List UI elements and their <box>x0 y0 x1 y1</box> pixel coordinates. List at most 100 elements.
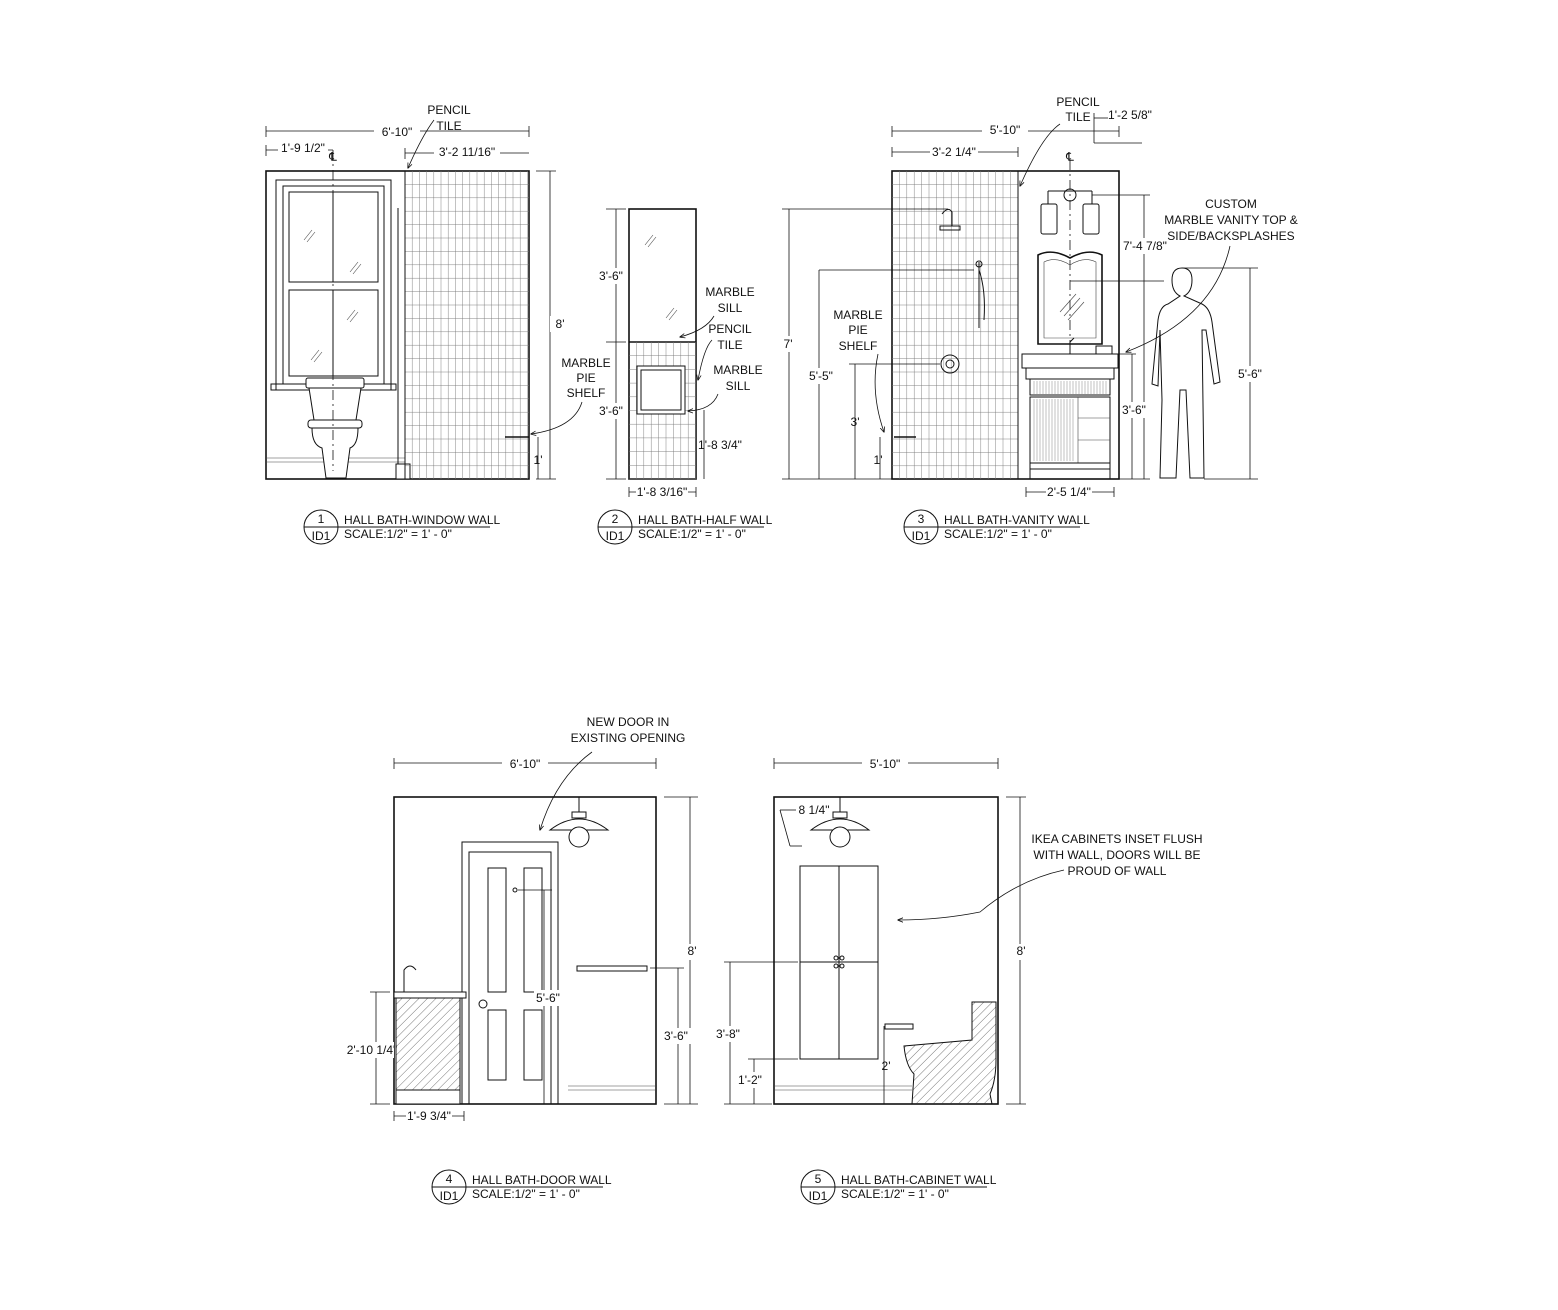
sheet-number: ID1 <box>312 529 331 543</box>
title-block-3: 3 ID1 HALL BATH-VANITY WALL SCALE:1/2" =… <box>903 509 1090 545</box>
title-block-1: 1 ID1 HALL BATH-WINDOW WALL SCALE:1/2" =… <box>303 509 501 545</box>
dim-tile-width: 3'-2 1/4" <box>932 145 976 159</box>
dim-shelf: 1' <box>534 453 543 467</box>
dim-light: 8 1/4" <box>799 803 830 817</box>
label-shelf: SHELF <box>839 339 878 353</box>
towel-bar <box>576 965 648 972</box>
view-scale: SCALE:1/2" = 1' - 0" <box>944 527 1052 541</box>
hand-shower <box>975 260 985 328</box>
vanity <box>1021 337 1119 479</box>
view-number: 3 <box>918 512 925 526</box>
label-existing-opening: EXISTING OPENING <box>571 731 686 745</box>
toilet-section <box>903 1001 997 1105</box>
label-pencil: PENCIL <box>427 103 471 117</box>
toilet-paper-holder <box>884 1023 914 1030</box>
dim-sconce: 7'-4 7/8" <box>1123 239 1167 253</box>
view-4-door-wall: 6'-10" 8' 3'-6" 5'-6" 2'-10 1/4" 1'-9 3/… <box>347 715 702 1124</box>
label-new-door: NEW DOOR IN <box>587 715 670 729</box>
dim-overall: 6'-10" <box>382 125 413 139</box>
label-marble-vanity-top: MARBLE VANITY TOP & <box>1164 213 1298 227</box>
label-proud-of-wall: PROUD OF WALL <box>1068 864 1167 878</box>
dim-shelf-b: 1' <box>874 453 883 467</box>
dim-overall: 5'-10" <box>870 757 901 771</box>
label-pencil: PENCIL <box>1056 95 1100 109</box>
label-marble: MARBLE <box>561 356 610 370</box>
view-3-vanity-wall: ℄ 5'-10" <box>779 95 1298 500</box>
dim-offset: 1'-2 5/8" <box>1108 108 1152 122</box>
view-1-window-wall: ℄ 6'-10" 1'-9 1/2" 3'-2 11/16" PENCIL TI… <box>265 103 611 480</box>
floor-vent <box>395 463 411 480</box>
shower-valve <box>940 354 960 374</box>
dim-height: 8' <box>556 317 565 331</box>
door <box>461 841 559 1105</box>
label-ikea-cabinets: IKEA CABINETS INSET FLUSH <box>1031 832 1202 846</box>
svg-text:℄: ℄ <box>328 150 337 164</box>
view-scale: SCALE:1/2" = 1' - 0" <box>472 1187 580 1201</box>
sheet-number: ID1 <box>606 529 625 543</box>
sconce <box>1040 188 1100 235</box>
view-number: 2 <box>612 512 619 526</box>
dim-left: 1'-9 1/2" <box>281 141 325 155</box>
label-marble: MARBLE <box>713 363 762 377</box>
dim-vanity-h: 2'-10 1/4" <box>347 1043 398 1057</box>
dim-width: 1'-8 3/16" <box>637 485 688 499</box>
dim-handle: 5'-6" <box>536 991 560 1005</box>
dim-upper: 3'-6" <box>599 269 623 283</box>
sheet-number: ID1 <box>440 1189 459 1203</box>
dim-shower-head: 7' <box>784 337 793 351</box>
dim-tile-width: 3'-2 11/16" <box>439 145 495 159</box>
shower-head <box>939 208 961 231</box>
vanity-section <box>393 965 467 1105</box>
view-title: HALL BATH-HALF WALL <box>638 513 773 527</box>
label-sill: SILL <box>726 379 751 393</box>
mirror <box>1037 251 1103 345</box>
pendant-light <box>809 797 871 848</box>
view-title: HALL BATH-DOOR WALL <box>472 1173 612 1187</box>
view-title: HALL BATH-VANITY WALL <box>944 513 1090 527</box>
tall-cabinet <box>799 865 879 1060</box>
svg-text:℄: ℄ <box>1065 150 1074 164</box>
dim-overall: 5'-10" <box>990 123 1021 137</box>
dim-vanity-w: 1'-9 3/4" <box>407 1109 451 1123</box>
dim-vanity-h: 3'-6" <box>1122 403 1146 417</box>
view-number: 5 <box>815 1172 822 1186</box>
dim-person: 5'-6" <box>1238 367 1262 381</box>
view-title: HALL BATH-WINDOW WALL <box>344 513 501 527</box>
pencil-tile-field <box>405 171 529 479</box>
pendant-light <box>548 797 610 848</box>
niche <box>636 365 686 415</box>
label-with-wall: WITH WALL, DOORS WILL BE <box>1033 848 1200 862</box>
label-tile: TILE <box>436 119 461 133</box>
view-number: 1 <box>318 512 325 526</box>
view-title: HALL BATH-CABINET WALL <box>841 1173 997 1187</box>
label-backsplashes: SIDE/BACKSPLASHES <box>1167 229 1294 243</box>
title-block-5: 5 ID1 HALL BATH-CABINET WALL SCALE:1/2" … <box>800 1169 997 1205</box>
view-scale: SCALE:1/2" = 1' - 0" <box>638 527 746 541</box>
dim-height: 8' <box>1017 944 1026 958</box>
label-marble: MARBLE <box>833 308 882 322</box>
dim-towel-bar: 3'-6" <box>664 1029 688 1043</box>
label-tile: TILE <box>1065 110 1090 124</box>
dim-height: 8' <box>688 944 697 958</box>
sheet-number: ID1 <box>912 529 931 543</box>
label-pencil: PENCIL <box>708 322 752 336</box>
view-5-cabinet-wall: 5'-10" 8' 8 1/4" 3'-8" 1'-2" 2' IKEA CAB… <box>714 756 1203 1105</box>
title-block-2: 2 ID1 HALL BATH-HALF WALL SCALE:1/2" = 1… <box>597 509 773 545</box>
dim-lower: 3'-6" <box>599 404 623 418</box>
dim-overall: 6'-10" <box>510 757 541 771</box>
dim-cab-bottom: 1'-2" <box>738 1073 762 1087</box>
label-pie: PIE <box>576 371 595 385</box>
label-marble: MARBLE <box>705 285 754 299</box>
dim-valve: 5'-5" <box>809 369 833 383</box>
sheet-number: ID1 <box>809 1189 828 1203</box>
view-number: 4 <box>446 1172 453 1186</box>
pencil-tile-field <box>892 171 1019 479</box>
label-pie: PIE <box>848 323 867 337</box>
title-block-4: 4 ID1 HALL BATH-DOOR WALL SCALE:1/2" = 1… <box>431 1169 612 1205</box>
view-scale: SCALE:1/2" = 1' - 0" <box>344 527 452 541</box>
label-tile: TILE <box>717 338 742 352</box>
label-shelf: SHELF <box>567 386 606 400</box>
dim-cab-top: 3'-8" <box>716 1027 740 1041</box>
label-sill: SILL <box>718 301 743 315</box>
